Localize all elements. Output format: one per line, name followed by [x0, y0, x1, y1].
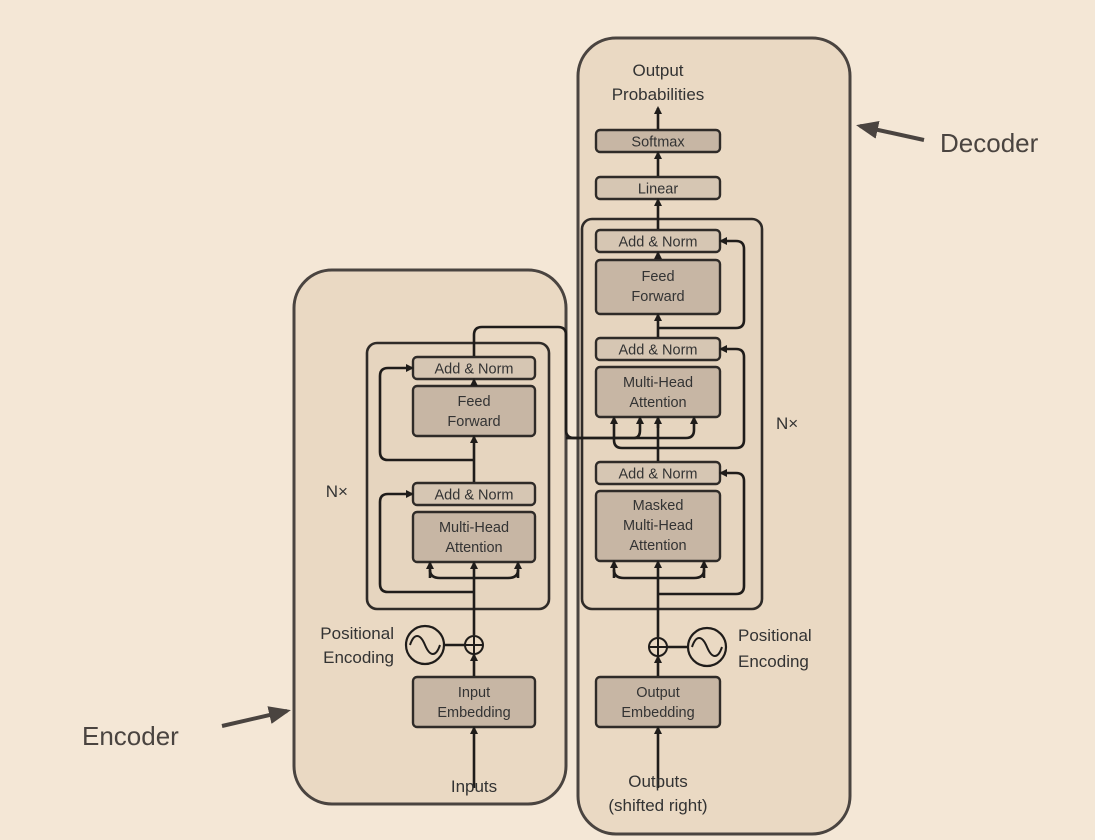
encoder-add-norm-top-label: Add & Norm [435, 362, 514, 378]
decoder-add-norm-bottom: Add & Norm [594, 460, 722, 486]
decoder-masked-label-2: Multi-Head [623, 518, 693, 534]
decoder-pos-enc-label-2: Encoding [738, 652, 809, 671]
decoder-outputs-label-1: Outputs [628, 772, 688, 791]
decoder-callout: Decoder [856, 121, 1039, 158]
encoder-add-norm-top: Add & Norm [411, 355, 537, 381]
decoder-linear: Linear [594, 175, 722, 201]
decoder-linear-label: Linear [638, 182, 678, 198]
decoder-multi-head-attention: Multi-Head Attention [594, 365, 722, 419]
decoder-residual-2 [658, 345, 746, 450]
encoder-residual-1 [378, 490, 474, 594]
decoder-output-embedding: Output Embedding [594, 675, 722, 729]
decoder-connections [566, 106, 746, 788]
decoder-output-prob-label-2: Probabilities [612, 85, 705, 104]
decoder-pos-enc-label-1: Positional [738, 626, 812, 645]
encoder-repeat-label: N× [326, 482, 348, 501]
encoder-add-norm-bottom-label: Add & Norm [435, 488, 514, 504]
decoder-add-norm-mid: Add & Norm [594, 336, 722, 362]
encoder-pointer-icon [221, 706, 291, 728]
encoder-layer-stack [365, 341, 551, 611]
encoder-input-embedding: Input Embedding [411, 675, 537, 729]
decoder-masked-attention: Masked Multi-Head Attention [594, 489, 722, 563]
decoder-attention-label-1: Multi-Head [623, 375, 693, 391]
decoder-feed-forward-label-1: Feed [641, 269, 674, 285]
decoder-softmax-label: Softmax [631, 135, 685, 151]
encoder-pos-enc-label-2: Encoding [323, 648, 394, 667]
decoder-residual-1 [658, 469, 746, 596]
encoder-positional-encoding: Positional Encoding [320, 624, 484, 667]
decoder-repeat-label: N× [776, 414, 798, 433]
encoder-add-norm-bottom: Add & Norm [411, 481, 537, 507]
decoder-positional-encoding: Positional Encoding [648, 626, 812, 671]
decoder-embedding-label-1: Output [636, 685, 680, 701]
encoder-attention-label-2: Attention [445, 540, 502, 556]
encoder-feed-forward: Feed Forward [411, 384, 537, 438]
decoder-softmax: Softmax [594, 128, 722, 154]
decoder: Softmax Linear Add & Norm Feed Forward A… [566, 36, 852, 836]
decoder-masked-label-1: Masked [633, 498, 684, 514]
encoder-callout: Encoder [82, 706, 291, 751]
decoder-title: Decoder [940, 128, 1039, 158]
encoder-residual-2 [378, 364, 474, 462]
decoder-output-prob-label-1: Output [632, 61, 683, 80]
decoder-masked-label-3: Attention [629, 538, 686, 554]
encoder-embedding-label-2: Embedding [437, 705, 510, 721]
encoder-embedding-label-1: Input [458, 685, 490, 701]
decoder-outputs-label-2: (shifted right) [608, 796, 707, 815]
decoder-add-norm-bottom-label: Add & Norm [619, 467, 698, 483]
encoder-pos-enc-label-1: Positional [320, 624, 394, 643]
encoder-attention-label-1: Multi-Head [439, 520, 509, 536]
encoder: Add & Norm Feed Forward Add & Norm Multi… [292, 268, 700, 806]
decoder-residual-3 [658, 237, 746, 330]
decoder-encoder-kv [566, 416, 698, 440]
encoder-feed-forward-label-2: Forward [447, 414, 500, 430]
decoder-encoder-query [610, 416, 658, 450]
encoder-feed-forward-label-1: Feed [457, 394, 490, 410]
encoder-connections [378, 325, 700, 788]
decoder-add-norm-top-label: Add & Norm [619, 235, 698, 251]
decoder-attention-label-2: Attention [629, 395, 686, 411]
encoder-title: Encoder [82, 721, 179, 751]
decoder-feed-forward: Feed Forward [594, 258, 722, 316]
decoder-pointer-icon [856, 121, 925, 142]
encoder-inputs-label: Inputs [451, 777, 497, 796]
encoder-to-decoder [472, 325, 700, 440]
decoder-feed-forward-label-2: Forward [631, 289, 684, 305]
decoder-embedding-label-2: Embedding [621, 705, 694, 721]
decoder-add-norm-top: Add & Norm [594, 228, 722, 254]
decoder-add-norm-mid-label: Add & Norm [619, 343, 698, 359]
encoder-multi-head-attention: Multi-Head Attention [411, 510, 537, 564]
